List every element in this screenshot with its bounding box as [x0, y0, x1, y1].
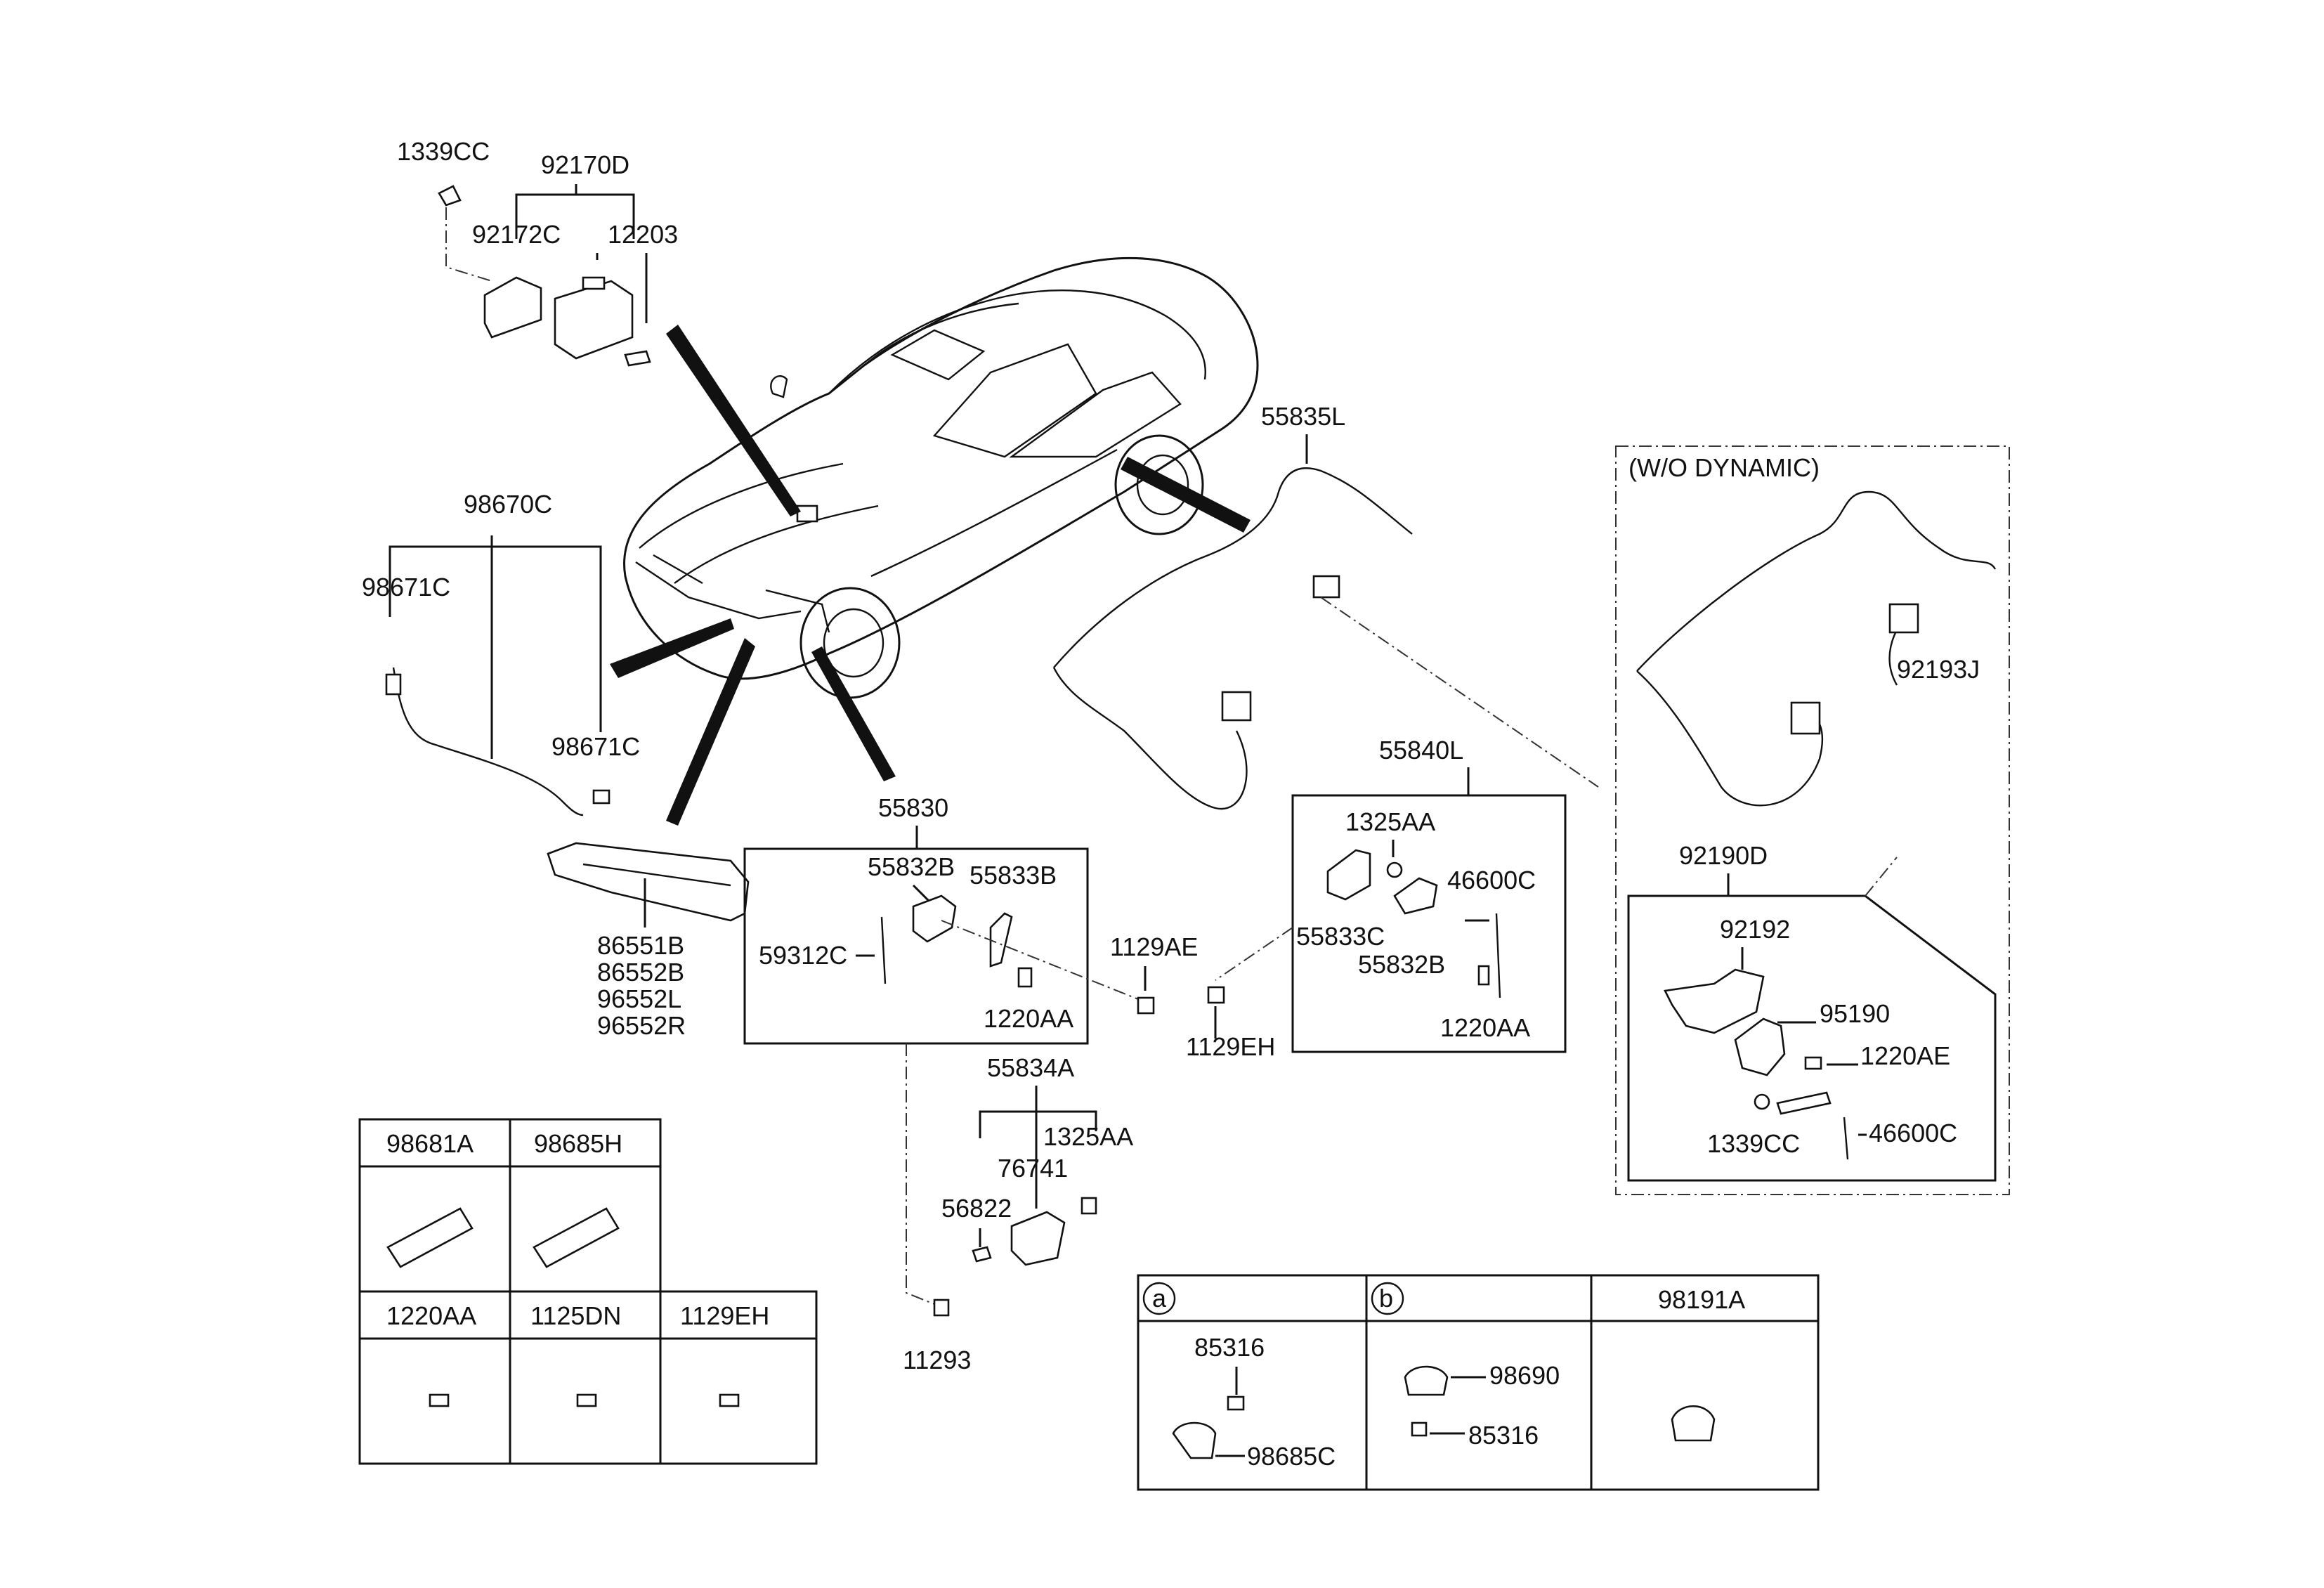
- label-96552l: 96552L: [597, 984, 681, 1013]
- label-96552r: 96552R: [597, 1011, 686, 1040]
- label-55834a: 55834A: [987, 1053, 1074, 1082]
- label-98685c: 98685C: [1247, 1442, 1336, 1471]
- bolt-1129eh: [719, 1393, 740, 1407]
- pointer-wedges: [610, 325, 1251, 826]
- table-header-1125dn: 1125DN: [530, 1301, 621, 1330]
- label-92170d: 92170D: [541, 150, 629, 179]
- table-header-1129eh: 1129EH: [680, 1301, 769, 1330]
- svg-text:b: b: [1379, 1284, 1393, 1313]
- label-1220aa-mid: 1220AA: [1440, 1013, 1530, 1042]
- wo-dynamic-group: (W/O DYNAMIC) 92193J 92190D 92192 95190 …: [1615, 445, 2010, 1195]
- car-illustration: [623, 256, 1259, 699]
- right-parts-table: a b 98191A 85316 98685C 98690 85316: [1137, 1274, 1820, 1491]
- label-1220aa-left: 1220AA: [984, 1004, 1073, 1033]
- marker-a: [1142, 1282, 1176, 1315]
- label-59312c: 59312C: [759, 941, 847, 970]
- label-55833c: 55833C: [1296, 922, 1385, 951]
- label-1325aa-mid: 1325AA: [1345, 807, 1435, 836]
- label-55832b-left: 55832B: [868, 852, 955, 881]
- label-1339cc-right: 1339CC: [1707, 1129, 1800, 1158]
- label-55835l: 55835L: [1261, 402, 1345, 431]
- label-95190: 95190: [1820, 999, 1890, 1028]
- label-86551b: 86551B: [597, 931, 684, 960]
- label-98670c: 98670C: [464, 490, 552, 519]
- marker-b: [1371, 1282, 1404, 1315]
- bolt-1220aa: [429, 1393, 450, 1407]
- table-header-98685h: 98685H: [534, 1129, 622, 1158]
- label-1129eh: 1129EH: [1186, 1032, 1275, 1061]
- label-55833b: 55833B: [970, 861, 1057, 890]
- label-12203: 12203: [608, 220, 678, 249]
- label-85316-a: 85316: [1194, 1333, 1265, 1362]
- label-46600c-right: 46600C: [1869, 1119, 1957, 1147]
- label-98671c-a: 98671C: [362, 573, 450, 601]
- sensor-55830-group: 55830 55832B 55833B 59312C 1220AA 1129AE…: [743, 793, 1275, 1308]
- label-98671c-b: 98671C: [551, 732, 640, 761]
- tube-98685h: [533, 1207, 620, 1268]
- label-92193j: 92193J: [1897, 655, 1980, 684]
- label-46600c-mid: 46600C: [1447, 866, 1536, 894]
- bolt-1125dn: [576, 1393, 597, 1407]
- module-92170d-group: 1339CC 92170D 92172C 12203: [397, 137, 678, 367]
- label-1339cc-top: 1339CC: [397, 137, 490, 166]
- label-92192: 92192: [1720, 915, 1790, 944]
- clip-98191a: [1671, 1405, 1716, 1442]
- label-1325aa-low: 1325AA: [1043, 1122, 1133, 1151]
- left-parts-table: 98681A 98685H 1220AA 1125DN 1129EH: [358, 1118, 818, 1465]
- label-1129ae: 1129AE: [1110, 932, 1198, 961]
- label-85316-b: 85316: [1468, 1421, 1539, 1450]
- tube-98681a: [386, 1207, 474, 1268]
- label-92190d: 92190D: [1679, 841, 1768, 870]
- sensor-55840l-group: 55840L 1325AA 46600C 55833C 55832B 1220A…: [1215, 736, 1567, 1053]
- label-86552b: 86552B: [597, 958, 684, 987]
- table-header-98191a: 98191A: [1658, 1285, 1745, 1314]
- bracket-55834a-group: 55834A 1325AA 76741 56822 11293: [903, 1053, 1133, 1374]
- label-55830: 55830: [878, 793, 948, 822]
- table-header-1220aa: 1220AA: [386, 1301, 476, 1330]
- label-1220ae-right: 1220AE: [1860, 1041, 1950, 1070]
- label-55832b-mid: 55832B: [1358, 950, 1445, 979]
- label-55840l: 55840L: [1379, 736, 1463, 764]
- svg-text:a: a: [1152, 1284, 1167, 1313]
- harness-98670c-group: 98670C 98671C 98671C 86551B 86552B 96552…: [362, 490, 750, 1040]
- label-11293: 11293: [903, 1346, 971, 1374]
- harness-55835l-group: 55835L: [1052, 402, 1599, 810]
- label-wo-dynamic: (W/O DYNAMIC): [1628, 453, 1820, 482]
- label-98690: 98690: [1489, 1361, 1560, 1390]
- table-header-98681a: 98681A: [386, 1129, 474, 1158]
- label-56822: 56822: [941, 1194, 1012, 1223]
- label-76741: 76741: [998, 1154, 1068, 1183]
